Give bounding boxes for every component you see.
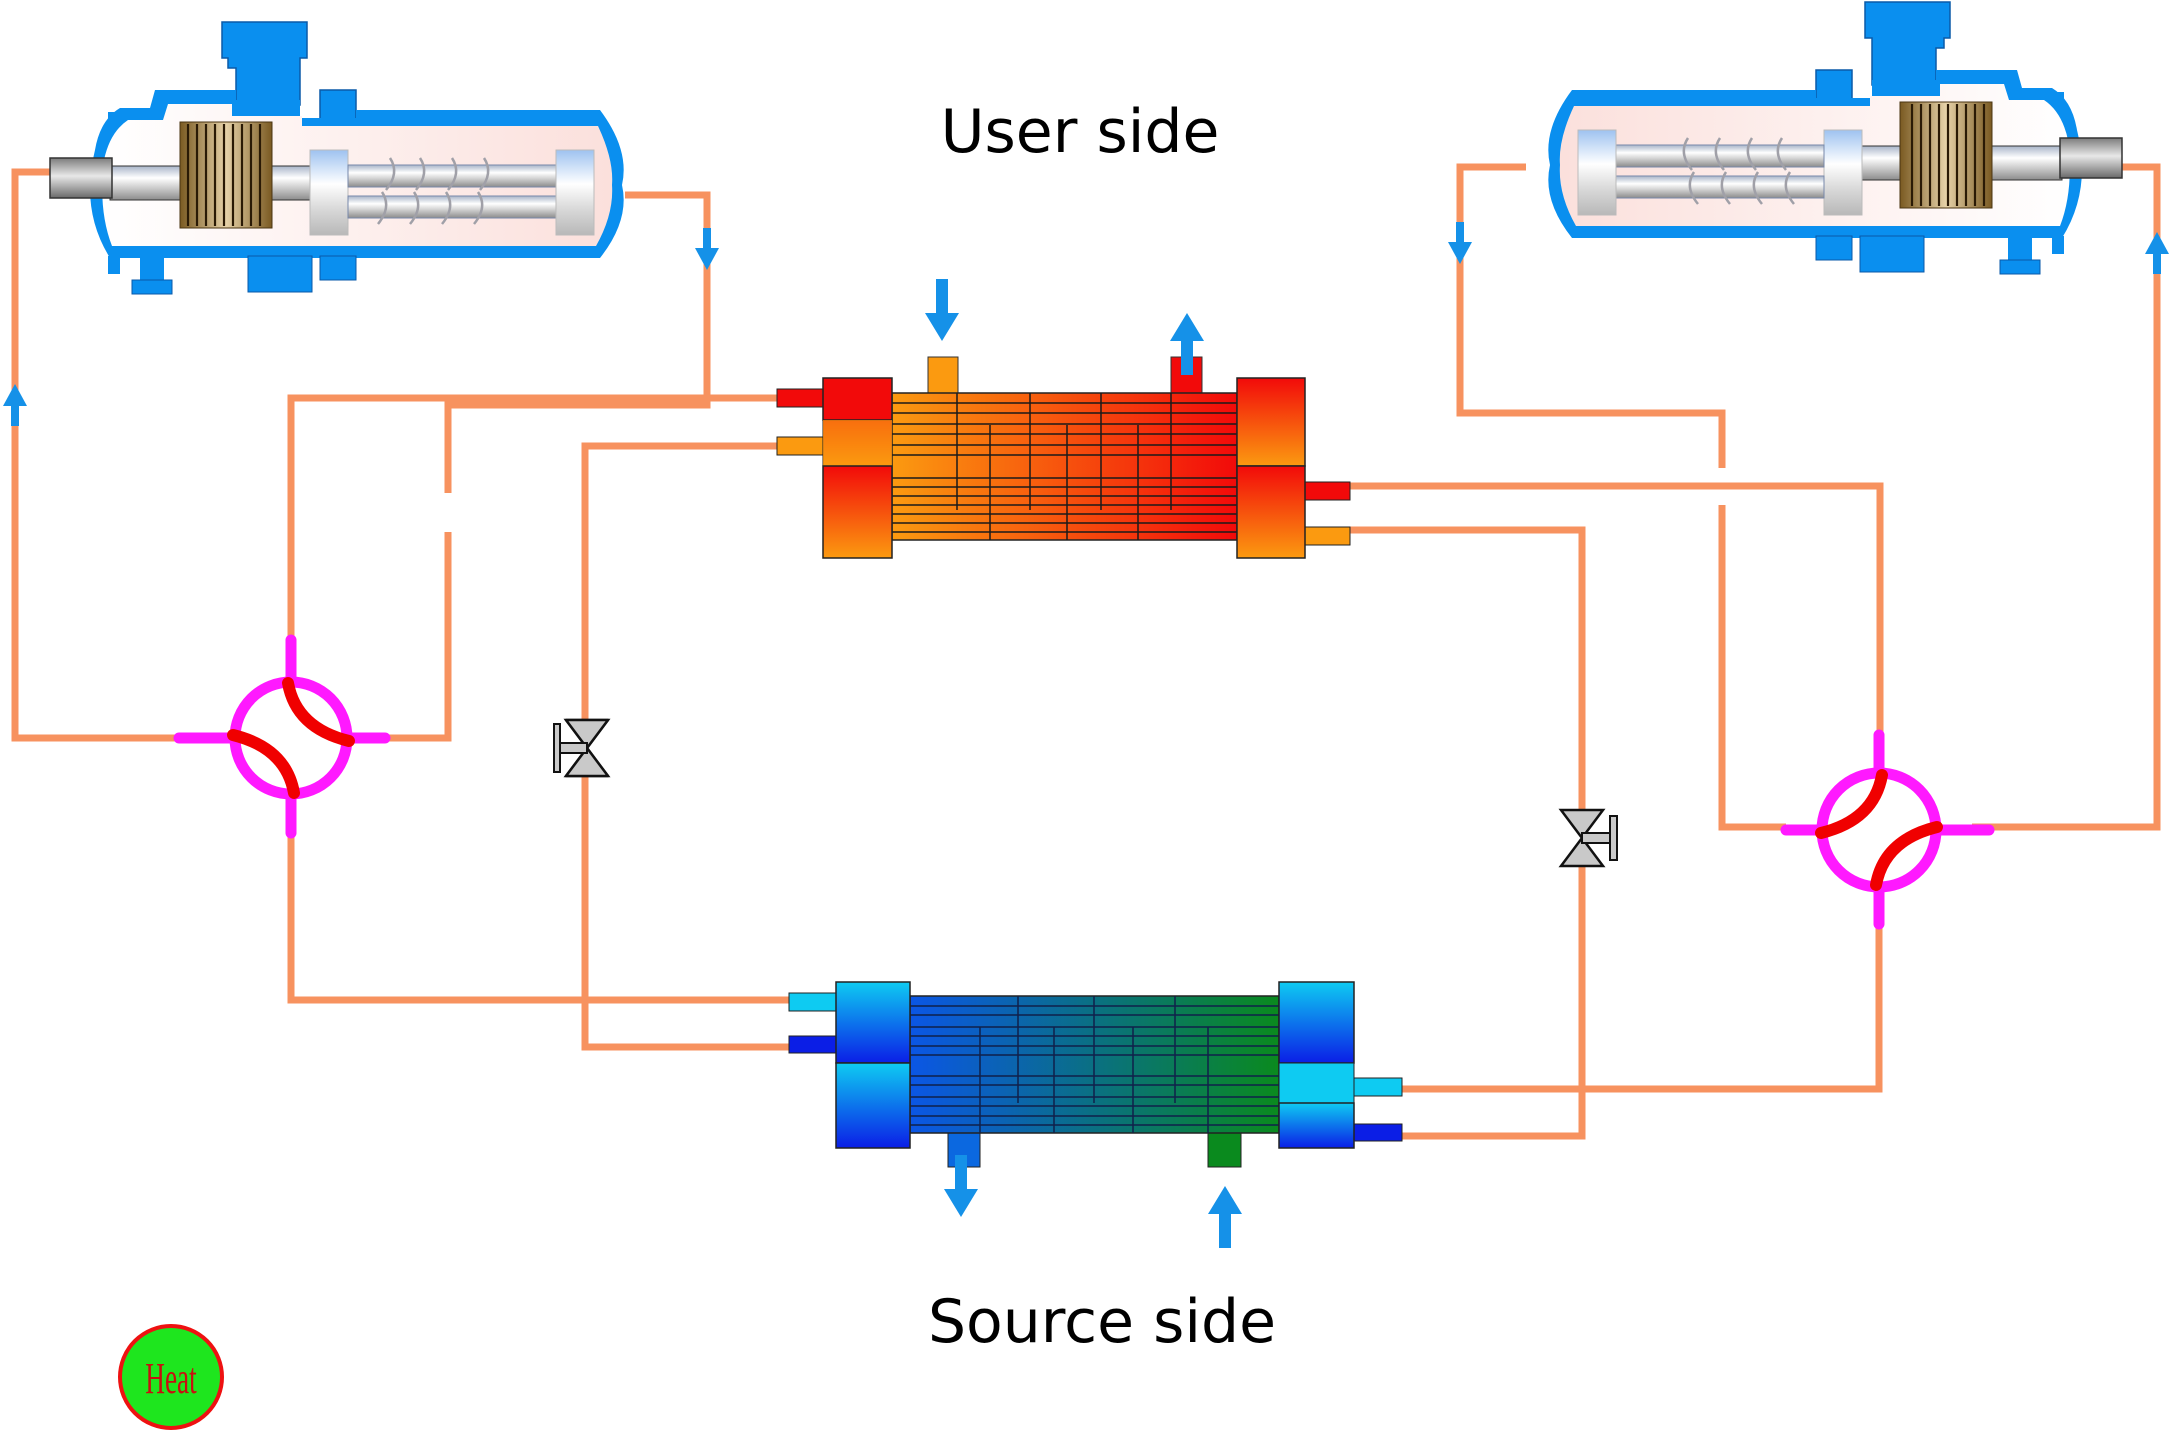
pipe-right-suction	[1972, 163, 2161, 831]
four-way-valve-right	[1780, 729, 1995, 930]
pipe-right-expansion-to-evaporator	[1400, 866, 1586, 1140]
flow-arrow-down-icon	[695, 228, 719, 270]
pipe-right-discharge-b	[1718, 505, 1786, 831]
condenser-heat-exchanger	[776, 279, 1351, 559]
source-side-label: Source side	[928, 1287, 1276, 1357]
flow-arrow-up-icon	[3, 384, 27, 426]
refrigerant-pipes	[11, 163, 2161, 1140]
heat-badge: Heat	[118, 1324, 224, 1430]
four-way-valve-left	[173, 634, 391, 839]
pipe-left-suction	[11, 168, 188, 742]
pipe-left-discharge-a	[444, 191, 711, 493]
pipe-left-discharge-b	[380, 532, 452, 742]
user-side-label: User side	[941, 97, 1220, 167]
water-inlet-arrow-up-icon	[1208, 1186, 1242, 1248]
compressor-left	[49, 21, 624, 295]
motor-coil	[179, 121, 273, 229]
flow-arrow-down-icon	[1448, 222, 1472, 264]
evaporator-tubes	[910, 996, 1279, 1133]
pipe-condenser-to-left-expansion	[581, 442, 780, 722]
pipe-condenser-to-right-valve	[1348, 482, 1884, 735]
pipe-left-valve-to-condenser	[287, 394, 780, 640]
pipe-right-valve-to-evaporator	[1400, 926, 1883, 1093]
screw-threads	[377, 157, 490, 225]
pipe-left-valve-to-evaporator	[287, 832, 792, 1004]
pipe-right-discharge-a	[1456, 163, 1726, 468]
expansion-valve-right	[1558, 808, 1618, 868]
screw-threads	[1682, 137, 1795, 205]
heat-badge-label: Heat	[145, 1353, 196, 1402]
pipe-left-expansion-to-evaporator	[581, 776, 792, 1051]
condenser-tubes	[892, 393, 1237, 540]
water-inlet-arrow-down-icon	[925, 279, 959, 341]
pipe-condenser-to-right-expansion	[1348, 526, 1586, 810]
compressor-right	[1548, 1, 2123, 275]
evaporator-heat-exchanger	[788, 981, 1403, 1248]
expansion-valve-left	[553, 718, 611, 778]
flow-arrow-up-icon	[2145, 232, 2169, 274]
motor-coil	[1899, 101, 1993, 209]
